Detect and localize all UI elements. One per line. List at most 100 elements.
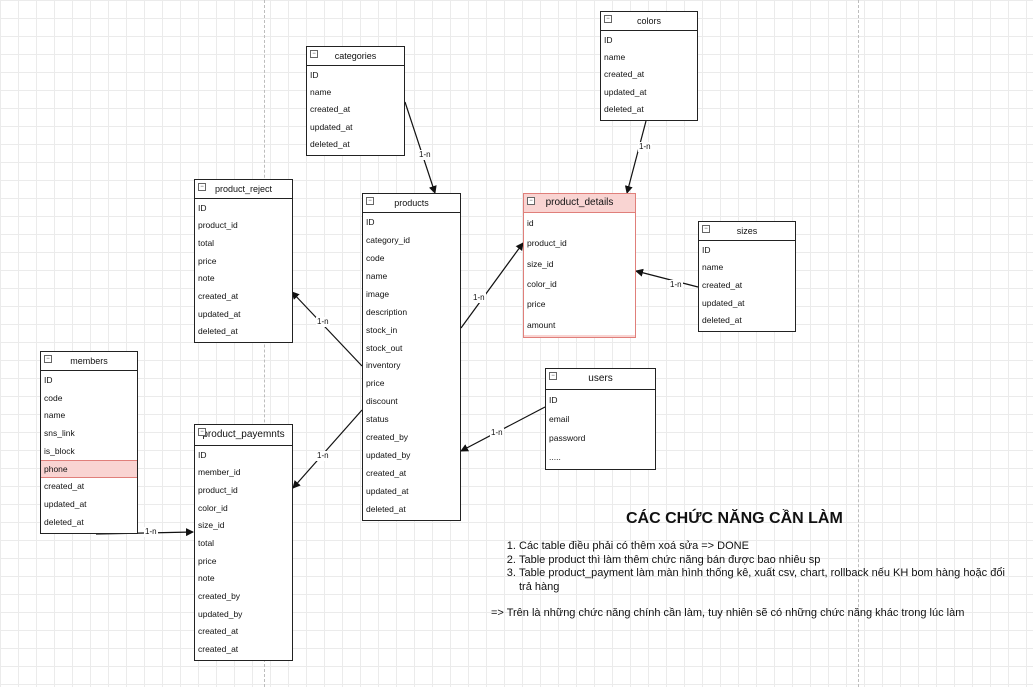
collapse-icon[interactable]: − xyxy=(366,197,374,205)
table-field[interactable]: total xyxy=(198,538,215,549)
table-field[interactable]: product_id xyxy=(527,238,567,249)
table-field[interactable]: email xyxy=(549,413,570,424)
table-field[interactable]: created_at xyxy=(702,279,743,290)
table-field[interactable]: name xyxy=(310,87,332,98)
relation-label-members-product-payemnts: 1-n xyxy=(144,527,158,537)
table-field[interactable]: created_by xyxy=(198,591,241,602)
table-field[interactable]: price xyxy=(527,299,546,310)
collapse-icon[interactable]: − xyxy=(604,15,612,23)
table-field[interactable]: product_id xyxy=(198,220,238,231)
table-field[interactable]: id xyxy=(527,218,534,229)
table-field[interactable]: created_at xyxy=(198,290,239,301)
table-field[interactable]: is_block xyxy=(44,445,75,456)
table-field[interactable]: ID xyxy=(366,216,375,227)
table-field[interactable]: deleted_at xyxy=(198,326,238,337)
table-title: − sizes xyxy=(699,222,795,241)
table-field[interactable]: status xyxy=(366,414,389,425)
table-field[interactable]: ID xyxy=(604,34,613,45)
table-field[interactable]: size_id xyxy=(527,258,554,269)
table-field[interactable]: created_by xyxy=(366,432,409,443)
table-field[interactable]: updated_at xyxy=(702,297,745,308)
table-field[interactable]: note xyxy=(198,273,215,284)
table-field[interactable]: name xyxy=(604,52,626,63)
notes-list: Các table điều phải có thêm xoá sửa => D… xyxy=(491,540,1011,594)
table-title: −product_reject xyxy=(195,180,292,199)
table-field[interactable]: ..... xyxy=(549,452,561,463)
table-field[interactable]: ID xyxy=(198,202,207,213)
table-field[interactable]: name xyxy=(44,410,66,421)
table-field[interactable]: note xyxy=(198,573,215,584)
table-field[interactable]: product_id xyxy=(198,485,238,496)
table-field[interactable]: deleted_at xyxy=(366,503,406,514)
table-field[interactable]: code xyxy=(44,392,63,403)
table-field[interactable]: price xyxy=(198,255,217,266)
table-field[interactable]: updated_at xyxy=(366,486,409,497)
table-field[interactable]: created_at xyxy=(198,644,239,655)
table-field[interactable]: password xyxy=(549,433,586,444)
table-field[interactable]: image xyxy=(366,288,390,299)
table-field[interactable]: ID xyxy=(44,374,53,385)
table-field[interactable]: name xyxy=(702,262,724,273)
table-field[interactable]: ID xyxy=(702,244,711,255)
collapse-icon[interactable]: − xyxy=(702,225,710,233)
table-field[interactable]: inventory xyxy=(366,360,401,371)
table-field[interactable]: created_at xyxy=(198,626,239,637)
collapse-icon[interactable]: − xyxy=(310,50,318,58)
table-field[interactable]: updated_at xyxy=(198,308,241,319)
table-field[interactable]: stock_in xyxy=(366,324,398,335)
table-field[interactable]: ID xyxy=(198,449,207,460)
table-field[interactable]: member_id xyxy=(198,467,241,478)
table-field[interactable]: updated_at xyxy=(44,499,87,510)
table-title-label: sizes xyxy=(736,226,758,236)
table-field[interactable]: category_id xyxy=(366,234,410,245)
table-field[interactable]: deleted_at xyxy=(44,517,84,527)
relation-label-products-product-details: 1-n xyxy=(472,293,486,303)
collapse-icon[interactable]: − xyxy=(198,183,206,191)
relation-label-products-product-payemnts: 1-n xyxy=(316,451,330,461)
relation-label-sizes-product-details: 1-n xyxy=(669,280,683,290)
table-field[interactable]: deleted_at xyxy=(310,139,350,150)
table-field[interactable]: size_id xyxy=(198,520,225,531)
table-field[interactable]: amount xyxy=(527,319,556,330)
table-field[interactable]: created_at xyxy=(310,104,351,115)
table-field[interactable]: deleted_at xyxy=(604,104,644,115)
table-field[interactable]: description xyxy=(366,306,408,317)
table-field[interactable]: code xyxy=(366,252,385,263)
table-field[interactable]: color_id xyxy=(527,279,557,290)
table-field[interactable]: created_at xyxy=(366,468,407,479)
collapse-icon[interactable]: − xyxy=(198,428,206,436)
relation-label-colors-product-details: 1-n xyxy=(638,142,652,152)
notes-footer: => Trên là những chức năng chính cần làm… xyxy=(491,607,965,619)
table-field[interactable]: ID xyxy=(310,69,319,80)
collapse-icon[interactable]: − xyxy=(44,355,52,363)
table-field[interactable]: updated_by xyxy=(198,608,243,619)
table-field[interactable]: name xyxy=(366,270,388,281)
table-field[interactable]: discount xyxy=(366,396,398,407)
table-field[interactable]: created_at xyxy=(604,69,645,80)
table-title: −product_details xyxy=(524,194,635,213)
table-field[interactable]: updated_by xyxy=(366,450,411,461)
table-field[interactable]: ID xyxy=(549,394,558,405)
table-field[interactable]: deleted_at xyxy=(702,315,742,326)
table-field[interactable]: sns_link xyxy=(44,428,75,439)
table-field[interactable]: created_at xyxy=(44,481,85,492)
collapse-icon[interactable]: − xyxy=(527,197,535,205)
table-field[interactable]: price xyxy=(366,378,385,389)
table-field[interactable]: updated_at xyxy=(310,121,353,132)
table-field[interactable]: price xyxy=(198,555,217,566)
table-field[interactable]: stock_out xyxy=(366,342,403,353)
table-field[interactable]: phone xyxy=(41,459,137,478)
table-field[interactable]: updated_at xyxy=(604,86,647,97)
collapse-icon[interactable]: − xyxy=(549,372,557,380)
table-field[interactable]: color_id xyxy=(198,502,228,513)
table-field[interactable]: total xyxy=(198,238,215,249)
